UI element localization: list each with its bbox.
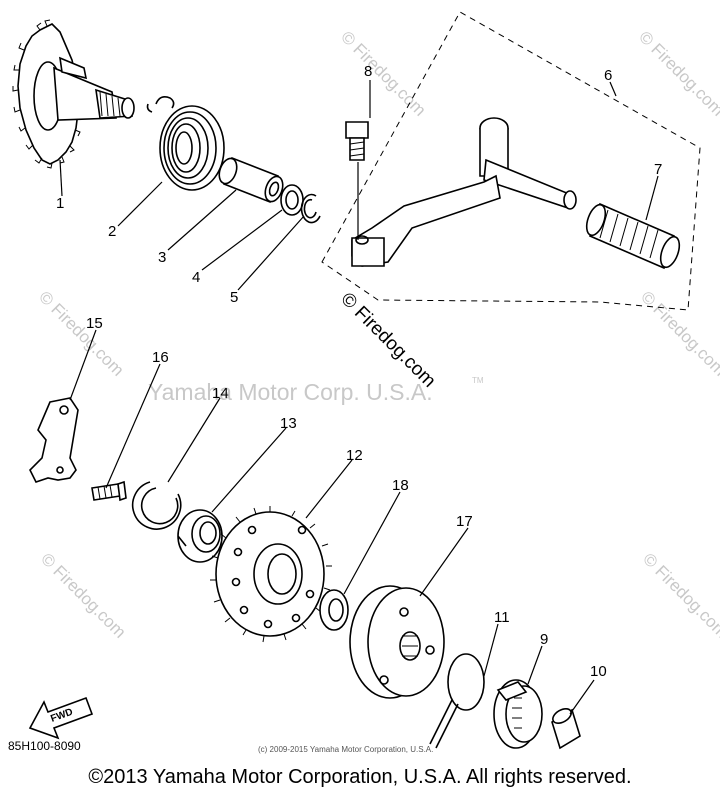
- small-copyright: (c) 2009-2015 Yamaha Motor Corporation, …: [258, 745, 434, 754]
- callout-numbers: 1 2 3 4 5 6 7 8 9 10 11 12 13 14 15 16 1…: [56, 63, 662, 680]
- callout-6: 6: [604, 67, 612, 84]
- callout-13: 13: [280, 415, 297, 432]
- callout-7: 7: [654, 161, 662, 178]
- callout-16: 16: [152, 349, 169, 366]
- watermark-site: © Firedog.com: [639, 549, 720, 641]
- callout-12: 12: [346, 447, 363, 464]
- part-4-washer: [280, 184, 304, 216]
- callout-2: 2: [108, 223, 116, 240]
- callout-1: 1: [56, 195, 64, 212]
- part-17-clutch-plate: [349, 585, 445, 699]
- callout-18: 18: [392, 477, 409, 494]
- callout-3: 3: [158, 249, 166, 266]
- watermark-site: © Firedog.com: [337, 27, 429, 119]
- part-6-assembly-outline: [321, 11, 701, 311]
- part-5-circlip: [300, 193, 321, 224]
- leader-lines: [59, 80, 659, 715]
- part-3-spring-guide: [218, 156, 284, 204]
- part-18-washer: [319, 589, 349, 631]
- part-16-screw: [91, 480, 127, 502]
- part-7-kick-rubber: [585, 202, 681, 270]
- watermark-site: © Firedog.com: [637, 287, 720, 379]
- copyright-notice: ©2013 Yamaha Motor Corporation, U.S.A. A…: [88, 766, 632, 788]
- callout-9: 9: [540, 631, 548, 648]
- watermark-site-center: © Firedog.com: [336, 289, 439, 392]
- watermark-brand: Yamaha Motor Corp. U.S.A.: [148, 379, 433, 405]
- watermark-site: © Firedog.com: [37, 549, 129, 641]
- part-10-collar: [551, 707, 581, 750]
- callout-11: 11: [494, 609, 510, 626]
- diagram-code: 85H100-8090: [8, 739, 81, 753]
- part-12-idle-gear: [210, 506, 332, 643]
- callout-17: 17: [456, 513, 473, 530]
- callout-8: 8: [364, 63, 372, 80]
- part-1-kick-gear-shaft: [12, 19, 135, 169]
- callout-5: 5: [230, 289, 238, 306]
- callout-15: 15: [86, 315, 103, 332]
- callout-10: 10: [590, 663, 607, 680]
- part-13-bearing: [177, 509, 223, 563]
- watermark-site: © Firedog.com: [635, 27, 720, 119]
- watermark-trademark: TM: [472, 376, 484, 385]
- part-6-kick-crank: [351, 117, 577, 267]
- part-14-circlip: [131, 481, 182, 530]
- front-marker: FWD: [28, 696, 94, 740]
- part-9-pinion-gear: [493, 679, 543, 749]
- part-8-bolt: [345, 121, 369, 161]
- part-15-stopper-plate: [29, 397, 79, 483]
- part-2-torsion-spring: [146, 96, 225, 191]
- callout-4: 4: [192, 269, 200, 286]
- callout-14: 14: [212, 385, 229, 402]
- watermark-site: © Firedog.com: [35, 287, 127, 379]
- part-11-clip: [429, 653, 485, 749]
